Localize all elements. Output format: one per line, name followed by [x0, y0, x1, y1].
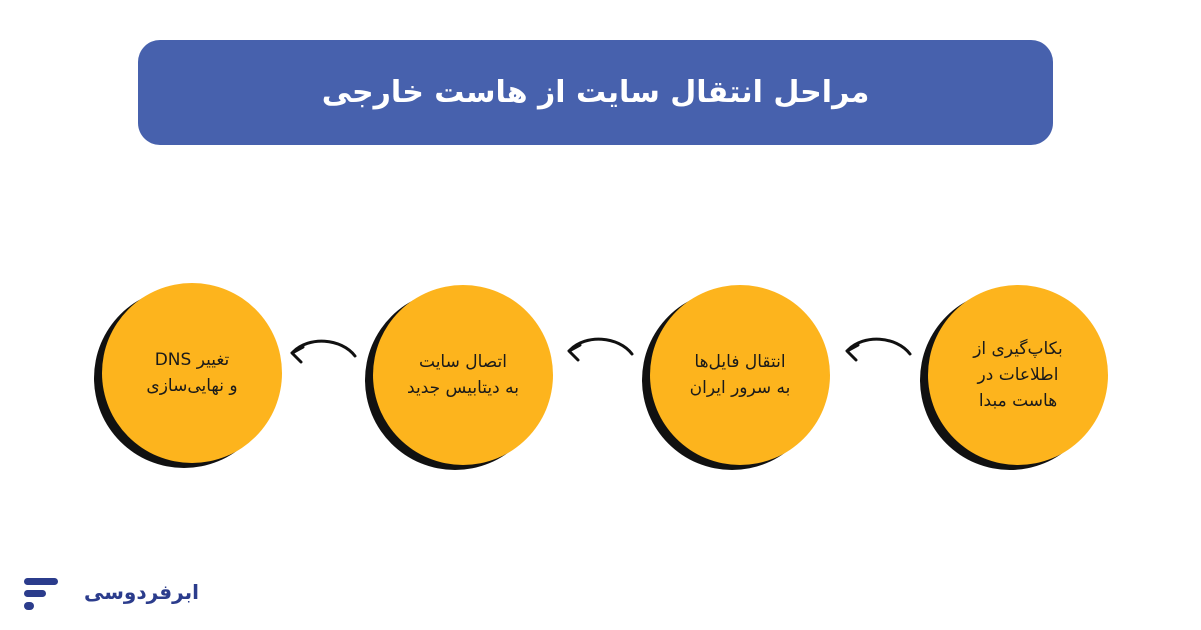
brand-logo: ابرفردوسی	[22, 572, 199, 616]
step-1-disc: بکاپ‌گیری از اطلاعات در هاست مبدا	[928, 285, 1108, 465]
brand-mark-icon	[24, 578, 58, 610]
step-4-label: تغییر DNS و نهایی‌سازی	[146, 350, 238, 396]
arrow-1-icon	[845, 337, 912, 362]
step-2-disc: انتقال فایل‌ها به سرور ایران	[650, 285, 830, 465]
step-3-label: اتصال سایت به دیتابیس جدید	[407, 352, 519, 398]
step-3-disc: اتصال سایت به دیتابیس جدید	[373, 285, 553, 465]
step-4-disc: تغییر DNS و نهایی‌سازی	[102, 283, 282, 463]
brand-name: ابرفردوسی	[84, 580, 199, 604]
step-3-circle: اتصال سایت به دیتابیس جدید	[365, 285, 553, 470]
step-4-circle: تغییر DNS و نهایی‌سازی	[94, 283, 282, 468]
page-title: مراحل انتقال سایت از هاست خارجی	[321, 75, 870, 110]
arrow-3-icon	[290, 339, 357, 364]
step-2-circle: انتقال فایل‌ها به سرور ایران	[642, 285, 830, 470]
arrow-2-icon	[567, 337, 634, 362]
step-2-label: انتقال فایل‌ها به سرور ایران	[689, 352, 791, 398]
step-1-circle: بکاپ‌گیری از اطلاعات در هاست مبدا	[920, 285, 1108, 470]
step-1-label: بکاپ‌گیری از اطلاعات در هاست مبدا	[973, 339, 1063, 411]
title-banner: مراحل انتقال سایت از هاست خارجی	[138, 40, 1053, 145]
